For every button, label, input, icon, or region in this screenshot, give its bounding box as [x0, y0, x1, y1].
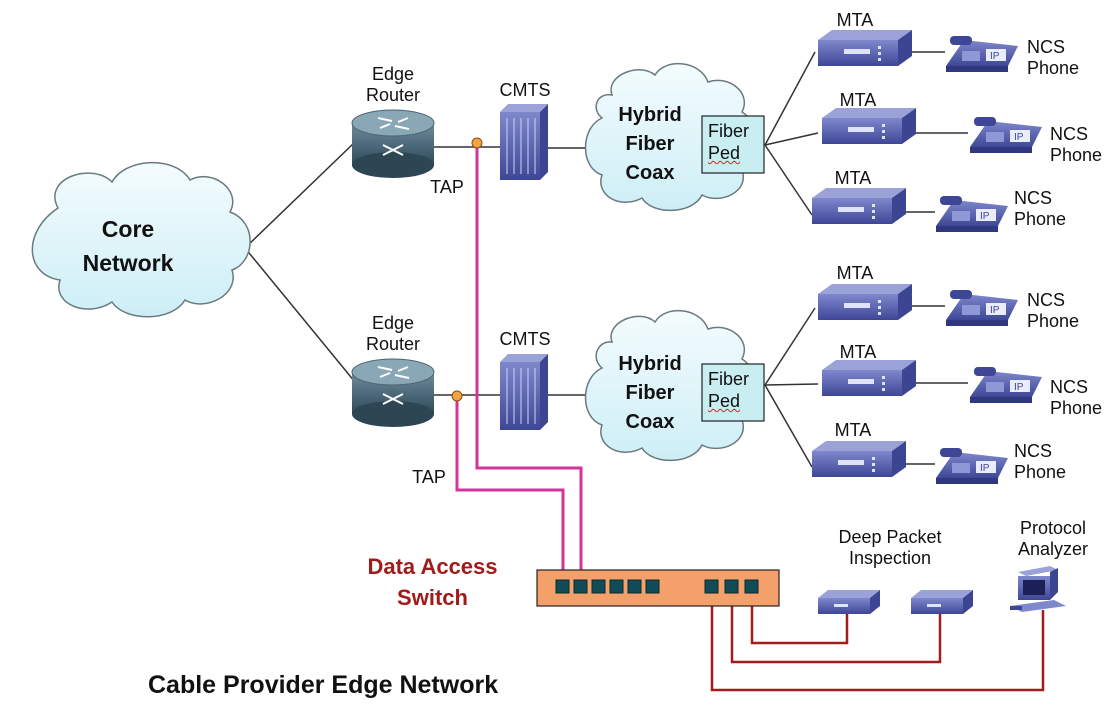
mta-devices [812, 30, 916, 477]
monitor-lines [710, 590, 1045, 692]
ip-screen-text: IP [1014, 132, 1024, 143]
cmts-device-2 [500, 354, 548, 430]
protocol-analyzer-computer [1010, 566, 1066, 612]
link-core-router-2 [244, 247, 356, 383]
tap-line-1 [475, 143, 583, 588]
core-network-label: Core Network [78, 212, 178, 280]
tap-lines [455, 143, 583, 588]
mta-label: MTA [839, 90, 877, 110]
fiber-ped-box-2 [701, 363, 765, 422]
fiber-ped-box-1 [701, 115, 765, 174]
dpi-device-1 [818, 590, 880, 614]
ip-phone-icon: IP [936, 448, 1008, 484]
link-ped-mta-2c [764, 384, 813, 468]
mta-label: MTA [839, 342, 877, 362]
tap-point-2 [451, 390, 463, 402]
link-ped-mta-2b [764, 383, 819, 386]
ip-screen-text: IP [980, 211, 990, 222]
edge-router-1 [351, 109, 435, 178]
ip-screen-text: IP [1014, 382, 1024, 393]
mta-device [812, 188, 906, 224]
ip-phones: IP IP IP IP IP IP [936, 36, 1042, 484]
ip-phone-icon: IP [936, 196, 1008, 232]
link-ped-mta-2a [764, 307, 816, 386]
ip-phone-icon: IP [946, 290, 1018, 326]
hfc-cloud-2 [584, 309, 756, 462]
core-label-line1: Core [101, 216, 155, 242]
mta-device [812, 441, 906, 477]
ip-phone-icon: IP [970, 117, 1042, 153]
tap-line-2 [455, 398, 565, 588]
dpi-device-2 [911, 590, 973, 614]
ip-phone-icon: IP [946, 36, 1018, 72]
tap-2-label: TAP [412, 467, 446, 487]
mta-device [822, 108, 916, 144]
ip-screen-text: IP [990, 305, 1000, 316]
tap-1-label: TAP [430, 177, 464, 197]
cmts-1-label: CMTS [499, 80, 551, 100]
tap-point-1 [471, 137, 483, 149]
monitor-line-dpi-2 [730, 590, 942, 664]
ip-phone-icon: IP [970, 367, 1042, 403]
cmts-2-label: CMTS [499, 329, 551, 349]
link-core-router-1 [244, 141, 356, 249]
mta-label: MTA [834, 168, 872, 188]
mta-label: MTA [836, 263, 874, 283]
link-ped-mta-1c [764, 144, 813, 216]
hfc-cloud-1 [584, 62, 756, 212]
mta-device [818, 284, 912, 320]
ip-screen-text: IP [990, 51, 1000, 62]
diagram-title: Cable Provider Edge Network [148, 671, 499, 699]
monitor-line-dpi-1 [750, 590, 849, 645]
core-network-cloud [31, 161, 251, 318]
mta-device [818, 30, 912, 66]
mta-device [822, 360, 916, 396]
core-label-line2: Network [82, 250, 174, 276]
mta-label: MTA [836, 10, 874, 30]
data-access-switch [536, 569, 780, 607]
ip-screen-text: IP [980, 463, 990, 474]
link-ped-mta-1b [764, 132, 819, 146]
monitor-line-analyzer [710, 590, 1045, 692]
edge-router-2 [351, 358, 435, 427]
network-links [244, 51, 968, 468]
link-ped-mta-1a [764, 51, 816, 146]
cmts-device-1 [500, 104, 548, 180]
mta-label: MTA [834, 420, 872, 440]
